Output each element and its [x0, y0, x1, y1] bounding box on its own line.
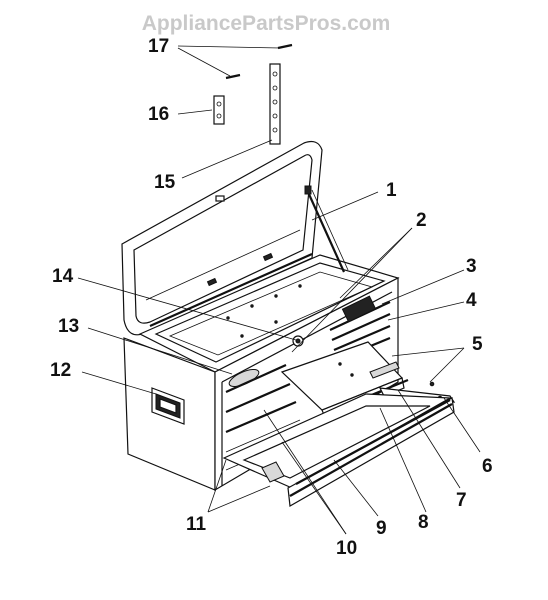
callout-12: 12: [50, 360, 71, 381]
callout-4: 4: [466, 290, 477, 311]
callout-14: 14: [52, 266, 74, 287]
callout-5: 5: [472, 334, 483, 355]
callout-17: 17: [148, 36, 169, 57]
callout-15: 15: [154, 172, 176, 193]
callout-2: 2: [416, 210, 427, 231]
callout-16: 16: [148, 104, 169, 125]
callout-labels: 17 16 15 1 2 3 4 5 6 7 8 9 10 11 12 13 1…: [50, 36, 493, 559]
callout-13: 13: [58, 316, 79, 337]
part-12-side-handle: [151, 387, 185, 425]
callout-3: 3: [466, 256, 477, 277]
part-17-pins: [225, 43, 293, 80]
callout-11: 11: [186, 514, 207, 535]
callout-6: 6: [482, 456, 493, 477]
callout-8: 8: [418, 512, 429, 533]
part-1-lid-support: [304, 185, 349, 273]
callout-9: 9: [376, 518, 387, 539]
part-15-hinge-strip: [269, 63, 281, 145]
callout-7: 7: [456, 490, 467, 511]
part-16-hinge-plate: [213, 95, 225, 125]
callout-10: 10: [336, 538, 357, 559]
open-bottom-drawer: [222, 393, 455, 507]
leader-lines: [77, 45, 481, 535]
callout-1: 1: [386, 180, 397, 201]
watermark: AppliancePartsPros.com: [142, 12, 391, 35]
